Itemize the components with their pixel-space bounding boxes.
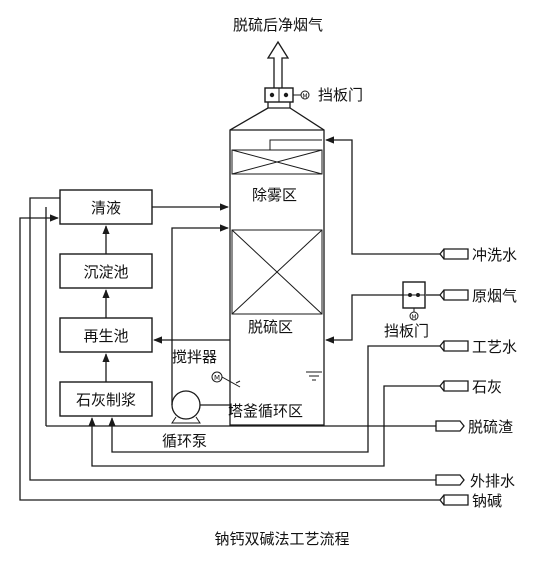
raw-gas-inlet-arrow (439, 289, 469, 301)
tank-lime-slurry-label: 石灰制浆 (76, 391, 136, 409)
stream-lime: 石灰 (472, 378, 502, 396)
stream-soda: 钠碱 (472, 492, 502, 510)
stream-discharge-water: 外排水 (470, 472, 515, 490)
discharge-outlet-arrow (435, 474, 465, 486)
side-damper-motor-label: M (411, 314, 416, 321)
tank-lime-slurry (59, 381, 153, 417)
zone-desulfurization: 脱硫区 (248, 318, 293, 336)
diagram-caption: 钠钙双碱法工艺流程 (214, 530, 349, 548)
slag-outlet-arrow (435, 420, 465, 432)
tank-clear-liquid-label: 清液 (91, 199, 121, 217)
soda-inlet-arrow (439, 494, 469, 506)
stream-wash-water: 冲洗水 (472, 246, 517, 264)
lime-inlet-arrow (439, 380, 469, 392)
circulation-pump (171, 390, 201, 424)
stream-process-water: 工艺水 (472, 338, 517, 356)
flow-pump-recirculation (171, 224, 229, 405)
flow-lime (88, 385, 440, 467)
top-outlet-label: 脱硫后净烟气 (233, 16, 323, 34)
flow-soda (19, 214, 440, 501)
damper-side-label: 挡板门 (384, 322, 429, 340)
agitator: M (211, 371, 241, 388)
process-water-inlet-arrow (439, 340, 469, 352)
tank-settling (59, 253, 153, 289)
flow-process-water (108, 345, 440, 453)
tank-regeneration (59, 317, 153, 353)
damper-top-label: 挡板门 (318, 86, 363, 104)
side-damper: M (402, 281, 426, 321)
top-damper-motor-label: M (302, 93, 307, 100)
agitator-motor-label: M (214, 374, 220, 382)
pump-label: 循环泵 (162, 432, 207, 450)
flow-raw-gas-to-tower (325, 294, 403, 344)
zone-demister: 除雾区 (252, 186, 297, 204)
tank-regeneration-label: 再生池 (83, 327, 128, 345)
zone-sump: 塔釜循环区 (228, 402, 303, 420)
top-outlet-arrow (266, 40, 290, 88)
top-damper-motor-icon (300, 90, 310, 100)
stream-desulfurization-slag: 脱硫渣 (468, 418, 513, 436)
agitator-label: 搅拌器 (172, 348, 217, 366)
wash-water-inlet-arrow (439, 248, 469, 260)
absorption-tower (229, 102, 325, 426)
stream-raw-flue-gas: 原烟气 (472, 287, 517, 305)
side-damper-motor-icon (409, 311, 419, 321)
flow-discharge-water (29, 197, 436, 481)
top-damper: M (264, 87, 310, 103)
flow-wash-water (325, 136, 440, 255)
tank-settling-label: 沉淀池 (83, 263, 128, 281)
